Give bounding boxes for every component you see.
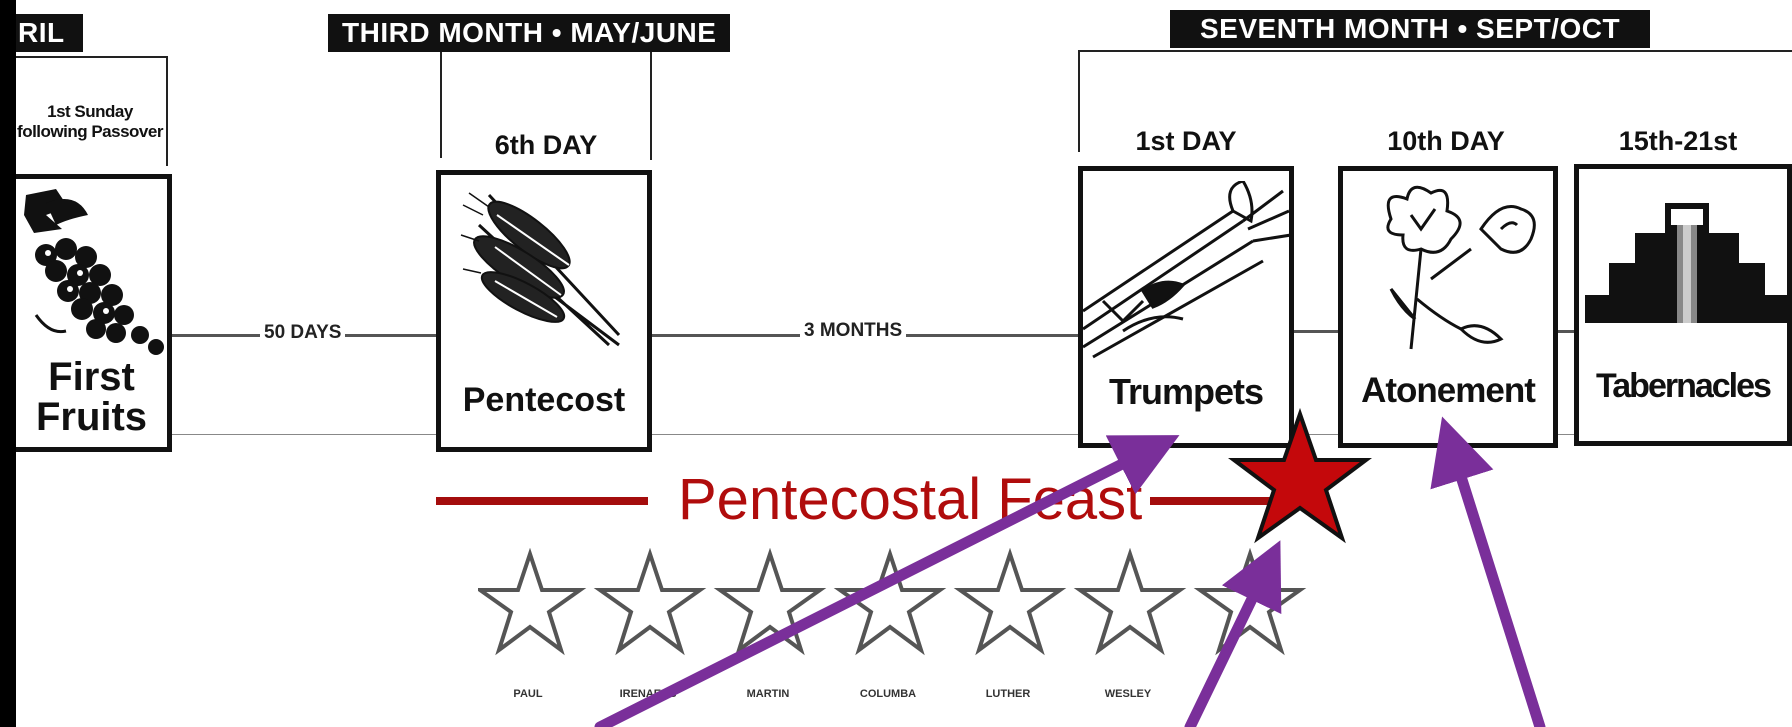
outline-star (960, 554, 1060, 650)
month-label-first: RIL (16, 14, 83, 52)
outline-star (600, 554, 700, 650)
feast-title: Pentecostal Feast (678, 466, 1142, 533)
tabernacles-box: Tabernacles (1574, 164, 1792, 446)
temple-icon (1579, 199, 1789, 349)
outline-star (720, 554, 820, 650)
three-months-label: 3 MONTHS (800, 320, 906, 342)
pentecost-day-label: 6th DAY (440, 130, 652, 161)
fifty-days-label: 50 DAYS (260, 322, 345, 344)
star-name-luther: LUTHER (958, 688, 1058, 700)
tabernacles-title: Tabernacles (1579, 367, 1787, 406)
star-name-paul: PAUL (478, 688, 578, 700)
atonement-box: Atonement (1338, 166, 1558, 448)
arrow-to-atonement (1452, 448, 1540, 727)
outline-star (1200, 554, 1300, 650)
star-name-columba: COLUMBA (838, 688, 938, 700)
pentecost-title: Pentecost (441, 381, 647, 420)
first-fruits-title-line1: First (16, 357, 167, 397)
outline-star (480, 554, 580, 650)
atonement-title: Atonement (1343, 371, 1553, 411)
outline-star (1080, 554, 1180, 650)
month-label-seventh: SEVENTH MONTH • SEPT/OCT (1170, 10, 1650, 48)
star-name-irenaeus: IRENAEUS (598, 688, 698, 700)
timeline-segment-3 (1294, 330, 1340, 333)
atonement-day-label: 10th DAY (1340, 126, 1552, 157)
star-name-martin: MARTIN (718, 688, 818, 700)
month-label-third: THIRD MONTH • MAY/JUNE (328, 14, 730, 52)
star-name-wesley: WESLEY (1078, 688, 1178, 700)
outline-star (840, 554, 940, 650)
grapes-icon (16, 185, 166, 365)
trumpets-day-label: 1st DAY (1080, 126, 1292, 157)
feast-line-left (436, 497, 648, 505)
wheat-icon (449, 185, 649, 355)
trumpets-box: Trumpets (1078, 166, 1294, 448)
feast-line-right (1150, 497, 1326, 505)
first-fruits-title-line2: Fruits (16, 397, 167, 437)
trumpets-icon (1083, 181, 1293, 361)
tabernacles-day-label: 15th-21st (1572, 126, 1784, 157)
lily-icon (1351, 179, 1551, 359)
first-fruits-box: First Fruits (16, 174, 172, 452)
first-fruits-day-label: 1st Sunday following Passover (14, 102, 166, 142)
trumpets-title: Trumpets (1083, 371, 1289, 413)
outline-stars (478, 548, 1338, 658)
pentecost-box: Pentecost (436, 170, 652, 452)
